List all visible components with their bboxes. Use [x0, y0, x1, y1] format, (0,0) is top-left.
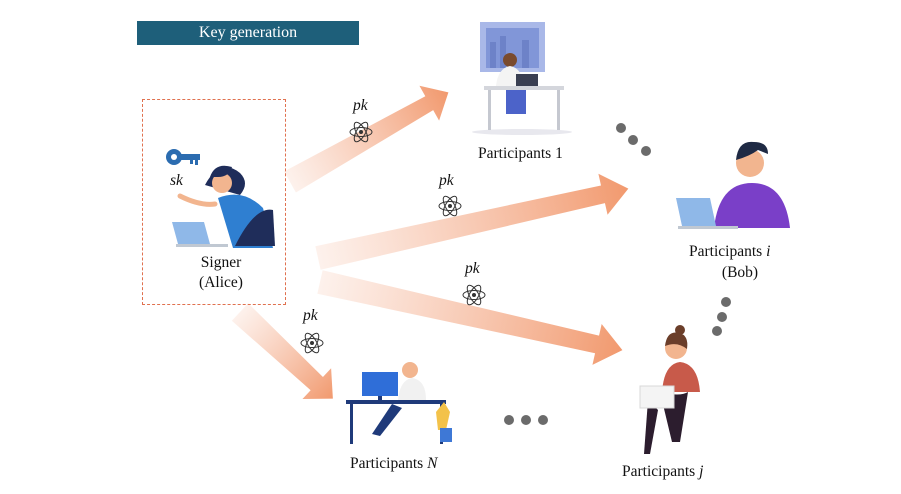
arrow-to-participant-n — [231, 303, 333, 399]
atom-icon — [462, 282, 486, 308]
participant-index: j — [699, 463, 704, 480]
participant-1-label: Participants 1 — [478, 145, 563, 163]
laptop-icon — [639, 385, 675, 409]
participant-prefix: Participants — [689, 243, 763, 260]
participant-i-label: Participants i — [689, 243, 770, 261]
laptop-icon — [676, 198, 738, 229]
arrow-to-participant-1 — [284, 85, 449, 193]
signer-name: Signer — [200, 254, 242, 271]
atom-icon — [300, 330, 324, 356]
participant-i-illustration — [676, 141, 790, 229]
secret-key-label: sk — [170, 172, 183, 189]
ellipsis-dots-right — [712, 297, 731, 336]
signer-illustration — [166, 149, 275, 248]
participant-i-alias: (Bob) — [721, 264, 759, 281]
participant-1-illustration — [472, 22, 572, 135]
atom-icon — [438, 193, 462, 219]
participant-prefix: Participants — [622, 463, 696, 480]
participant-index: N — [427, 455, 438, 472]
arrow-to-participant-j — [317, 270, 623, 365]
laptop-icon — [172, 222, 228, 247]
monitor-icon — [362, 372, 398, 400]
public-key-label-pi: pk — [439, 172, 454, 189]
participant-j-label: Participants j — [622, 463, 703, 481]
public-key-label-pj: pk — [465, 260, 480, 277]
participant-n-illustration — [346, 362, 452, 444]
signer-box — [142, 99, 286, 305]
public-key-label-p1: pk — [353, 97, 368, 114]
public-key-label-pn: pk — [303, 307, 318, 324]
ellipsis-dots-top — [616, 123, 651, 156]
signer-alias: (Alice) — [199, 274, 243, 291]
participant-n-label: Participants N — [350, 455, 437, 473]
participant-prefix: Participants — [478, 145, 552, 162]
participant-index: 1 — [555, 145, 563, 162]
key-icon — [166, 149, 200, 165]
participant-prefix: Participants — [350, 455, 424, 472]
ellipsis-dots-bottom — [504, 415, 548, 425]
participant-index: i — [766, 243, 771, 260]
arrow-to-participant-i — [315, 173, 629, 270]
participant-j-illustration — [639, 325, 700, 454]
key-generation-title: Key generation — [137, 21, 359, 45]
